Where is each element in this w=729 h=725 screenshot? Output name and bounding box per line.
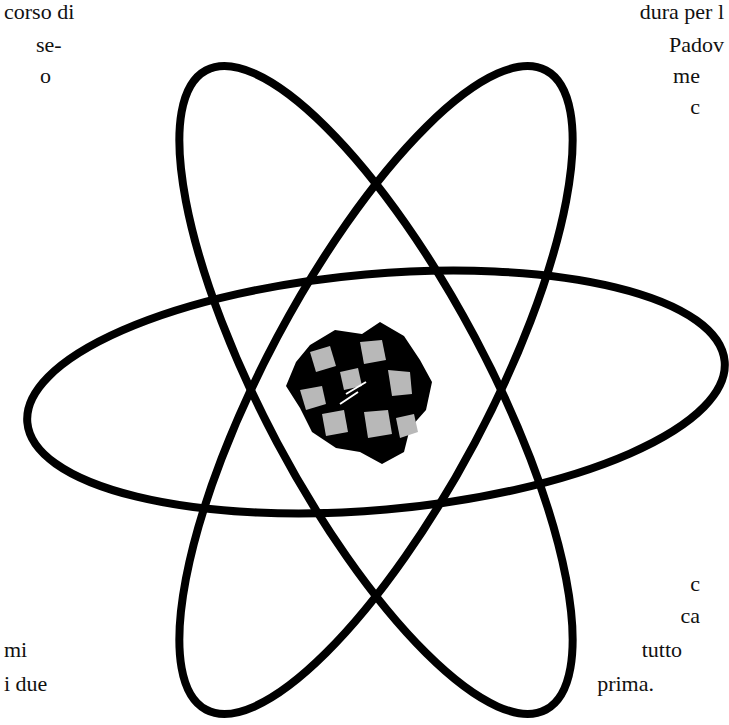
text-fragment: c (690, 572, 700, 596)
text-fragment: corso di (4, 0, 74, 24)
text-fragment: dura per l (640, 0, 724, 24)
text-fragment: c (690, 95, 700, 119)
text-fragment: tutto (642, 638, 682, 662)
text-fragment: Padov (669, 33, 724, 57)
orbit (17, 244, 729, 540)
text-fragment: mi (4, 638, 27, 662)
text-fragment: se- (36, 33, 62, 57)
text-fragment: ca (680, 604, 700, 628)
nucleus (286, 322, 432, 464)
text-fragment: prima. (597, 672, 654, 696)
text-fragment: me (673, 64, 700, 88)
orbit (107, 18, 645, 725)
orbit (107, 18, 645, 725)
text-fragment: i due (4, 672, 47, 696)
text-fragment: o (40, 64, 51, 88)
